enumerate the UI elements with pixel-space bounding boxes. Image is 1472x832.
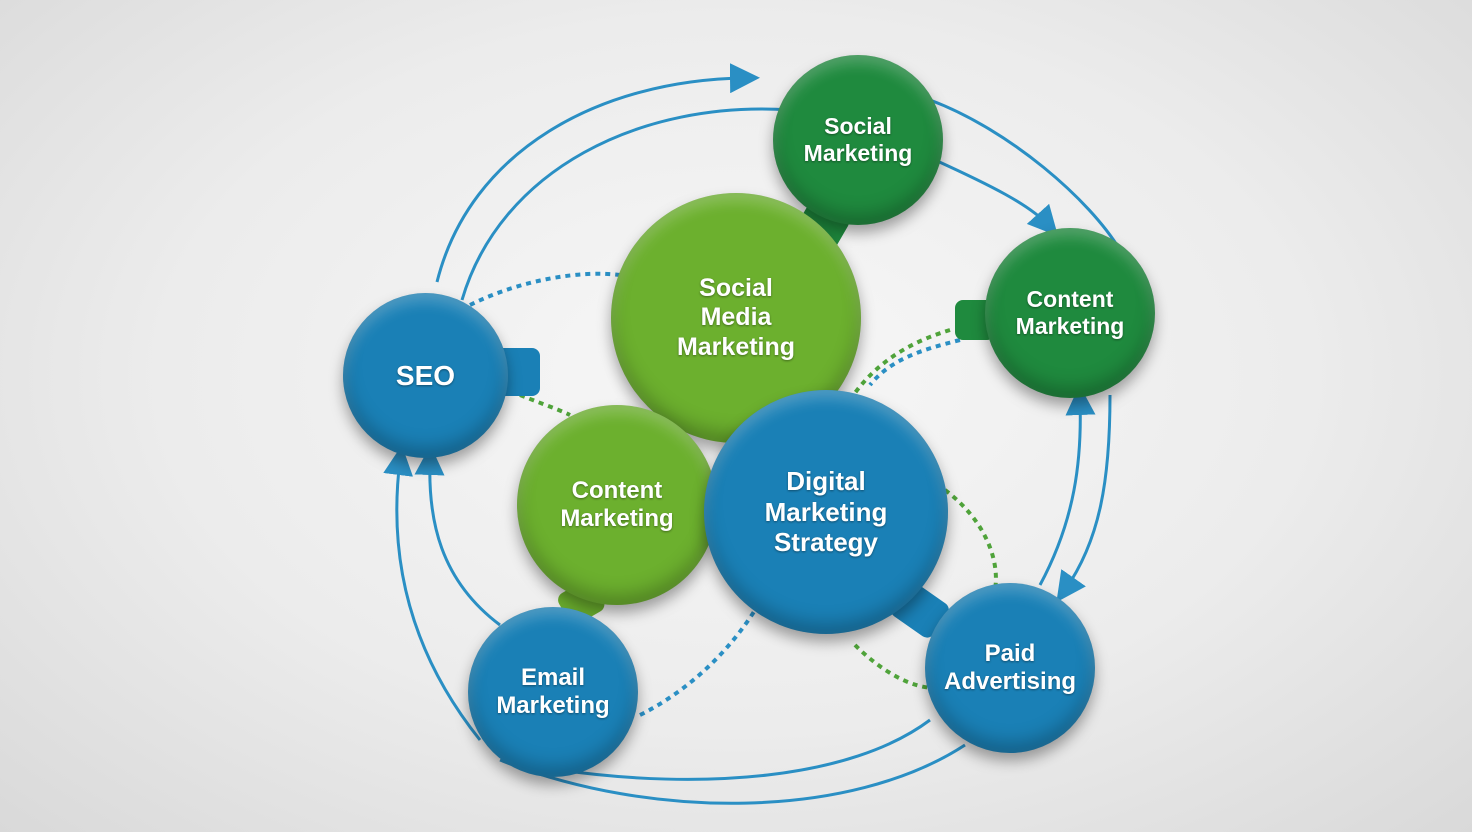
dashed-content-right-2 <box>848 328 951 402</box>
arc-right-up <box>1038 385 1096 586</box>
outer-arc-top <box>435 63 760 283</box>
arc-bottom-outer <box>499 743 966 805</box>
node-content-marketing-right: Content Marketing <box>985 228 1155 398</box>
node-digital-marketing-strategy: Digital Marketing Strategy <box>704 390 948 634</box>
dashed-email-dms <box>639 608 757 717</box>
node-seo: SEO <box>343 293 508 458</box>
arc-social-to-content-outer <box>929 98 1122 251</box>
arc-left-inner <box>414 445 501 627</box>
dashed-content-right <box>868 338 961 387</box>
arc-bottom-inner <box>559 718 931 781</box>
dashed-seo-smm <box>469 271 621 307</box>
arc-left-outer <box>383 445 482 741</box>
arc-right-down <box>1056 394 1112 603</box>
dashed-dms-paid <box>943 488 998 591</box>
node-content-marketing-left: Content Marketing <box>517 405 717 605</box>
node-social-marketing: Social Marketing <box>773 55 943 225</box>
node-paid-advertising: Paid Advertising <box>925 583 1095 753</box>
dashed-dms-paid-2 <box>853 643 936 690</box>
arc-social-to-content <box>934 158 1059 237</box>
node-email-marketing: Email Marketing <box>468 607 638 777</box>
dashed-seo-cm <box>519 393 571 417</box>
inner-arc-top <box>460 107 791 301</box>
